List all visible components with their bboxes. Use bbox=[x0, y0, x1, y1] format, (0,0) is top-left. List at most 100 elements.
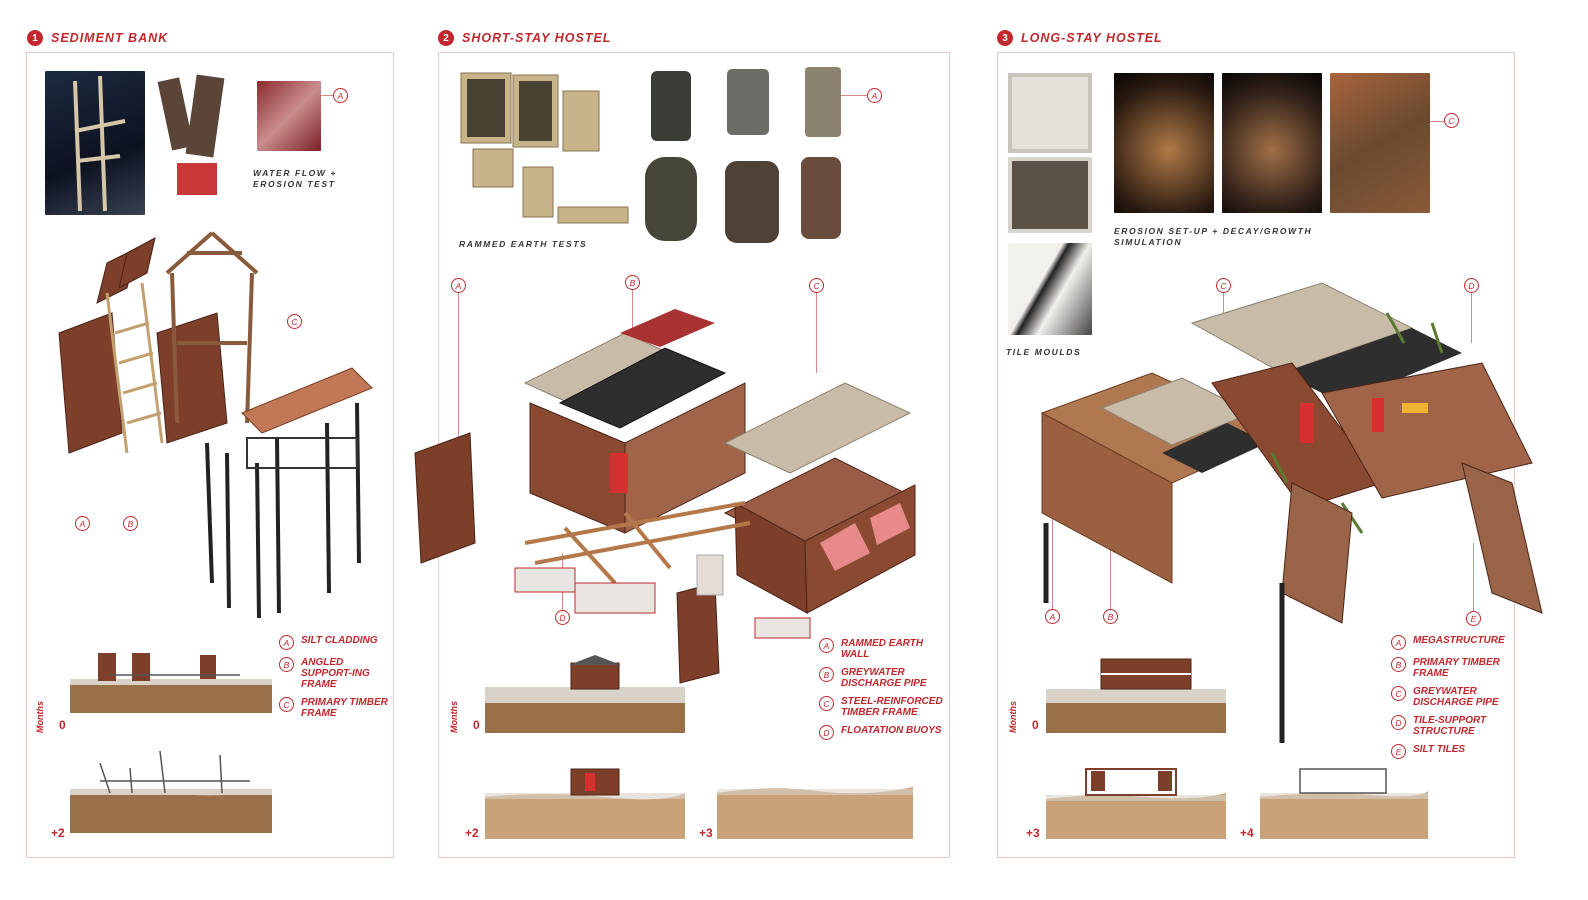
photo-caption: EROSION SET-UP + DECAY/GROWTH SIMULATION bbox=[1114, 226, 1313, 247]
silt-cladding-panel-2 bbox=[118, 237, 156, 289]
model-photo-1-sketch bbox=[73, 75, 126, 212]
tile-mould-photo-3 bbox=[1008, 243, 1092, 335]
greywater-discharge-pipe bbox=[610, 453, 628, 493]
model-photo-2 bbox=[157, 71, 239, 201]
diagram-marker-c: C bbox=[809, 278, 824, 293]
section-month-0 bbox=[70, 653, 272, 713]
earth-sample-3 bbox=[805, 67, 841, 137]
photo-leader-a bbox=[321, 95, 333, 96]
model-photo-1 bbox=[45, 71, 145, 215]
diagram-marker-e: E bbox=[1466, 611, 1481, 626]
photo-marker-a: A bbox=[333, 88, 348, 103]
roof-light-2 bbox=[723, 382, 912, 474]
diagram-marker-a: A bbox=[75, 516, 90, 531]
rammed-earth-mould-photos bbox=[460, 72, 629, 224]
erosion-setup-photo-2 bbox=[1222, 73, 1322, 213]
months-label: Months bbox=[449, 701, 459, 733]
leader-c bbox=[1223, 293, 1224, 328]
tile-mould-photo-1 bbox=[1008, 73, 1092, 153]
panel-2-number: 2 bbox=[438, 30, 454, 46]
short-stay-module-side bbox=[624, 382, 746, 534]
months-label: Months bbox=[35, 701, 45, 733]
rammed-earth-wall-panel bbox=[414, 432, 476, 564]
long-stay-hostel-axonometric bbox=[1040, 282, 1543, 743]
greywater-discharge-pipes bbox=[1300, 398, 1384, 443]
diagram-marker-b: B bbox=[625, 275, 640, 290]
section-month-2 bbox=[70, 750, 272, 833]
silt-tile-wall bbox=[1281, 482, 1353, 624]
diagram-marker-b: B bbox=[1103, 609, 1118, 624]
megastructure-deck-right bbox=[1321, 362, 1533, 499]
photo-leader-a bbox=[841, 95, 867, 96]
photo-marker-c: C bbox=[1444, 113, 1459, 128]
panel-long-stay-hostel: TILE MOULDS C EROSION SET-UP + DECAY/GRO… bbox=[997, 52, 1543, 858]
photo-caption: WATER FLOW + EROSION TEST bbox=[253, 168, 337, 189]
steel-reinforced-timber-frame bbox=[524, 501, 751, 585]
steel-piles bbox=[205, 402, 361, 619]
diagram-marker-a: A bbox=[1045, 609, 1060, 624]
timeline-label-0: 0 bbox=[1032, 718, 1039, 732]
dark-roof-top bbox=[1282, 328, 1462, 403]
leader-a bbox=[458, 293, 459, 453]
panel-1-title: SEDIMENT BANK bbox=[51, 31, 169, 45]
photo-caption: RAMMED EARTH TESTS bbox=[459, 239, 588, 249]
panel-2-header: 2 SHORT-STAY HOSTEL bbox=[438, 30, 611, 46]
timeline-label-0: 0 bbox=[473, 718, 480, 732]
section-month-4 bbox=[1260, 768, 1428, 839]
silt-cladding-panel-4 bbox=[156, 312, 228, 444]
diagram-marker-d: D bbox=[555, 610, 570, 625]
deck-platform bbox=[241, 367, 373, 434]
diagram-marker-b: B bbox=[123, 516, 138, 531]
window-panel-1 bbox=[820, 523, 870, 571]
angled-supporting-frame bbox=[105, 282, 164, 454]
leader-b bbox=[632, 290, 633, 330]
diagram-marker-c: C bbox=[1216, 278, 1231, 293]
photo-leader-c bbox=[1430, 121, 1444, 122]
panel-2-title: SHORT-STAY HOSTEL bbox=[462, 31, 612, 45]
panel-3-title: LONG-STAY HOSTEL bbox=[1021, 31, 1163, 45]
erosion-setup-photo-1 bbox=[1114, 73, 1214, 213]
tile-support-structure bbox=[1461, 462, 1543, 614]
diagram-marker-c: C bbox=[287, 314, 302, 329]
diagram-marker-d: D bbox=[1464, 278, 1479, 293]
panel-1-number: 1 bbox=[27, 30, 43, 46]
tile-caption: TILE MOULDS bbox=[1006, 347, 1082, 357]
timeline-label-0: 0 bbox=[59, 718, 66, 732]
earth-sample-5 bbox=[725, 161, 779, 243]
earth-sample-1 bbox=[651, 71, 691, 141]
timeline-label-2: +2 bbox=[51, 826, 65, 840]
highlight-element bbox=[1402, 403, 1428, 413]
floatation-buoys bbox=[514, 567, 811, 639]
earth-sample-4 bbox=[645, 157, 697, 241]
panel-3-number: 3 bbox=[997, 30, 1013, 46]
dark-roof-left bbox=[1162, 423, 1267, 473]
months-label: Months bbox=[1008, 701, 1018, 733]
leader-d bbox=[1471, 293, 1472, 343]
panel-3-header: 3 LONG-STAY HOSTEL bbox=[997, 30, 1163, 46]
panel-1-header: 1 SEDIMENT BANK bbox=[27, 30, 168, 46]
leader-b bbox=[1110, 533, 1111, 609]
sediment-bank-axonometric bbox=[58, 231, 373, 619]
leader-e bbox=[1473, 543, 1474, 611]
diagram-marker-a: A bbox=[451, 278, 466, 293]
megastructure-piles bbox=[1043, 523, 1285, 743]
roof-dark bbox=[558, 347, 727, 429]
roof-red-strip bbox=[620, 309, 715, 347]
timeline-label-3: +3 bbox=[1026, 826, 1040, 840]
primary-timber-frame bbox=[165, 231, 259, 424]
short-stay-hostel-axonometric bbox=[414, 309, 917, 684]
